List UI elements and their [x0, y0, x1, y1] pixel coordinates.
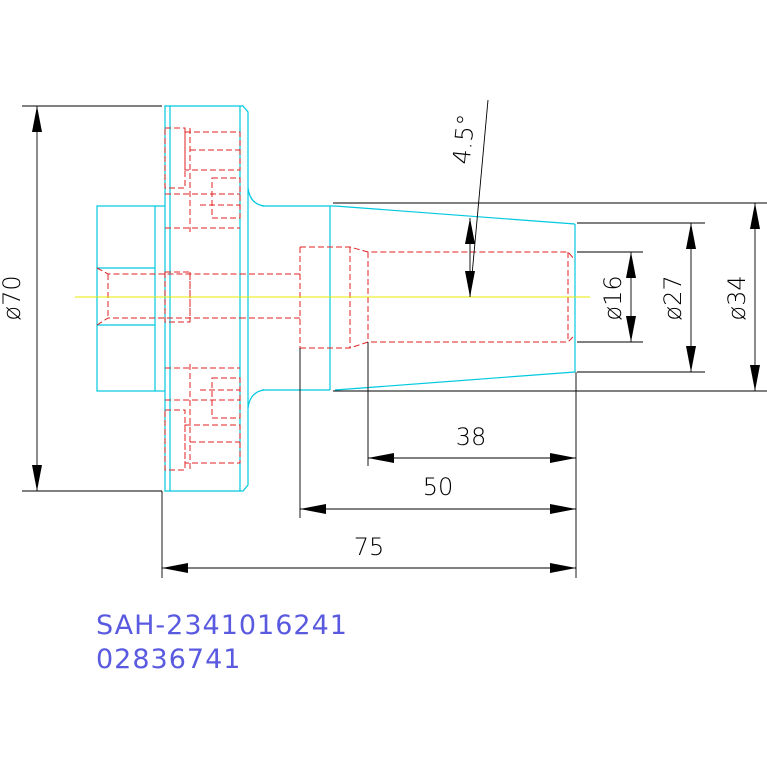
dim-dia-70: ø70 — [0, 275, 26, 320]
part-code: 02836741 — [96, 644, 242, 675]
dimension-lines — [22, 99, 767, 578]
dim-dia-27: ø27 — [659, 275, 687, 320]
part-number: SAH-2341016241 — [96, 610, 348, 641]
dim-len-38: 38 — [456, 423, 487, 451]
hidden-lines — [96, 127, 576, 471]
part-outline — [96, 105, 576, 492]
dim-len-75: 75 — [354, 533, 385, 561]
dim-len-50: 50 — [423, 473, 454, 501]
dimension-arrows — [32, 106, 760, 573]
dim-angle: 4.5° — [447, 113, 480, 166]
dim-dia-34: ø34 — [723, 275, 751, 320]
dim-dia-16: ø16 — [599, 275, 627, 320]
